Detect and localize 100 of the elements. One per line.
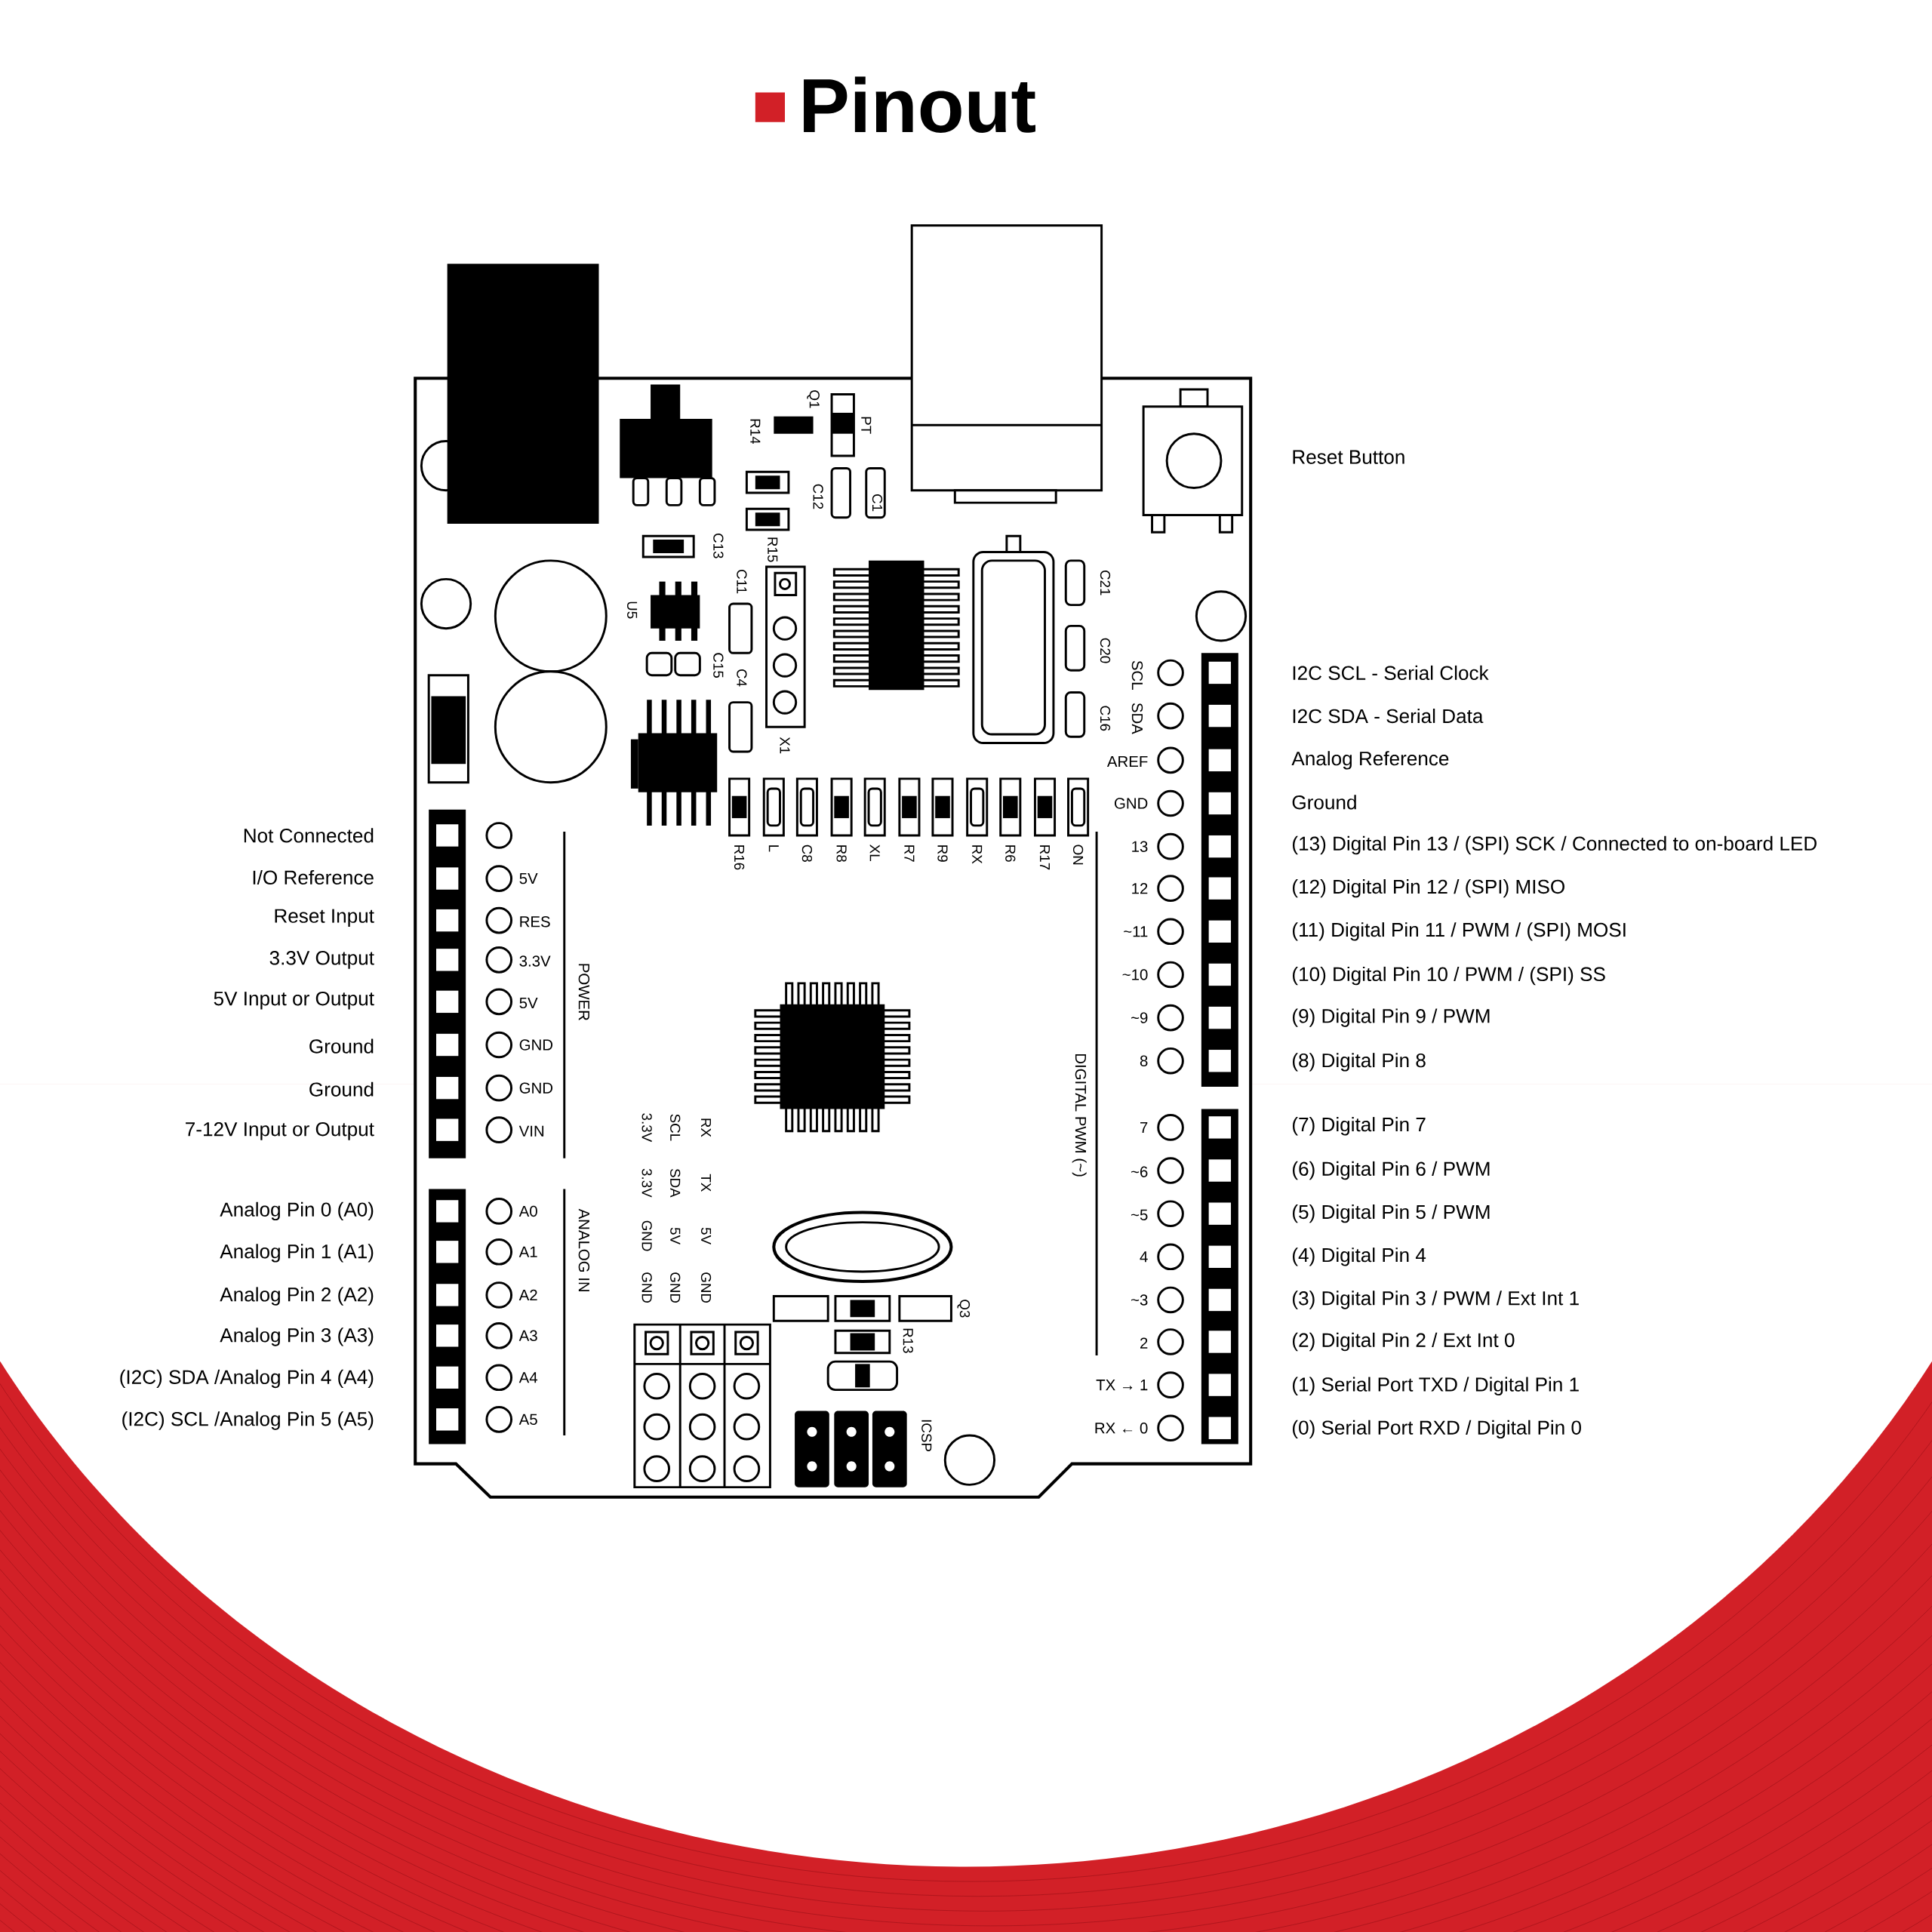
pin-label: 8: [1140, 1055, 1148, 1066]
pin-description: (9) Digital Pin 9 / PWM: [1293, 1008, 1490, 1027]
component-label: U5: [627, 601, 638, 619]
component-label: R14: [750, 419, 761, 445]
pin-label: A0: [518, 1205, 537, 1217]
pin-description: (7) Digital Pin 7: [1293, 1117, 1426, 1136]
pin-label: ~9: [1131, 1012, 1148, 1023]
component-label: X1: [780, 737, 790, 754]
component-label: PT: [861, 417, 872, 434]
pin-description: Ground: [309, 1081, 374, 1097]
pin-label: 5V: [519, 873, 538, 884]
pin-label: 4: [1140, 1251, 1148, 1263]
header-label: POWER: [578, 964, 590, 1020]
component-label: C16: [1100, 706, 1111, 731]
pin-description: Analog Pin 0 (A0): [220, 1201, 374, 1221]
component-label: R8: [836, 845, 847, 862]
pin-label: VIN: [518, 1125, 544, 1137]
pin-label: GND: [641, 1272, 652, 1303]
pin-description: Reset Input: [275, 909, 374, 928]
pin-description: (2) Digital Pin 2 / Ext Int 0: [1293, 1332, 1515, 1352]
pin-description: Analog Pin 3 (A3): [220, 1327, 374, 1346]
component-label: R13: [903, 1328, 913, 1353]
pin-description: Analog Pin 2 (A2): [220, 1287, 374, 1306]
component-label: Q3: [957, 1300, 971, 1318]
pin-description: (12) Digital Pin 12 / (SPI) MISO: [1293, 879, 1564, 898]
pin-description: I/O Reference: [253, 869, 374, 885]
component-label: XL: [869, 844, 880, 862]
pin-label: 7: [1140, 1121, 1148, 1133]
pin-label: 5V: [519, 997, 538, 1009]
pin-label: 3.3V: [641, 1113, 652, 1143]
pin-label: GND: [519, 1082, 553, 1094]
component-label: ON: [1072, 844, 1084, 865]
pin-label: GND: [1115, 798, 1148, 809]
pin-label: ~3: [1131, 1294, 1148, 1306]
pin-label: 5V: [701, 1227, 712, 1244]
pin-label: RX: [701, 1118, 711, 1137]
component-label: C4: [737, 669, 747, 687]
component-label: R16: [734, 845, 745, 870]
component-label: R17: [1040, 845, 1050, 870]
pin-label: SCL: [670, 1114, 681, 1141]
pin-label: 2: [1140, 1337, 1148, 1349]
header-label: ICSP: [921, 1420, 932, 1451]
pin-description: (11) Digital Pin 11 / PWM / (SPI) MOSI: [1293, 922, 1626, 941]
pin-label: ~6: [1131, 1166, 1148, 1177]
title: Pinout: [804, 76, 1035, 133]
pin-label: GND: [641, 1220, 652, 1251]
pin-label: ~5: [1131, 1209, 1148, 1220]
pin-description: (0) Serial Port RXD / Digital Pin 0: [1293, 1420, 1581, 1439]
pin-description: 7-12V Input or Output: [186, 1121, 374, 1140]
pin-label: GND: [519, 1039, 553, 1051]
component-label: C8: [801, 844, 813, 862]
pin-description: (4) Digital Pin 4: [1293, 1247, 1426, 1266]
header-label: DIGITAL PWM (~): [1072, 1054, 1087, 1177]
pin-label: 5V: [670, 1227, 681, 1244]
pin-description: (I2C) SDA /Analog Pin 4 (A4): [120, 1369, 374, 1389]
pin-description: Not Connected: [244, 828, 374, 843]
component-label: C21: [1100, 571, 1111, 595]
component-label: R9: [937, 845, 948, 862]
pin-label: GND: [700, 1272, 712, 1303]
pin-label: TX → 1: [1096, 1380, 1148, 1391]
pin-label: ~11: [1124, 926, 1148, 937]
component-label: R7: [904, 845, 915, 862]
pin-description: 5V Input or Output: [214, 991, 374, 1010]
pin-label: GND: [670, 1272, 681, 1303]
pin-description: (6) Digital Pin 6 / PWM: [1293, 1161, 1490, 1180]
component-label: RX: [972, 845, 983, 864]
pin-description: 3.3V Output: [269, 951, 374, 969]
pin-description: Ground: [309, 1038, 374, 1054]
pin-description: (10) Digital Pin 10 / PWM / (SPI) SS: [1293, 966, 1605, 986]
component-label: C20: [1100, 638, 1111, 663]
pin-label: RX ← 0: [1095, 1423, 1148, 1434]
pin-label: ~10: [1122, 969, 1148, 980]
pin-description: I2C SCL - Serial Clock: [1293, 665, 1489, 681]
component-label: C15: [713, 653, 724, 678]
component-label: R6: [1005, 845, 1016, 862]
pin-description: (5) Digital Pin 5 / PWM: [1293, 1204, 1490, 1223]
pin-label: TX: [701, 1174, 711, 1192]
pin-description: Analog Pin 1 (A1): [220, 1244, 374, 1263]
component-label: L: [768, 845, 779, 852]
pin-label: 3.3V: [519, 955, 551, 967]
component-label: C13: [713, 534, 724, 558]
pin-label: RES: [520, 916, 550, 928]
pin-description: (3) Digital Pin 3 / PWM / Ext Int 1: [1293, 1291, 1579, 1309]
pin-label: SDA: [1131, 703, 1143, 734]
component-label: C12: [813, 484, 823, 509]
component-label: C11: [737, 570, 747, 594]
pin-label: AREF: [1106, 756, 1148, 767]
pin-label: SCL: [1131, 660, 1143, 690]
pin-description: (13) Digital Pin 13 / (SPI) SCK / Connected to on-board LED: [1293, 835, 1817, 855]
pin-description: I2C SDA - Serial Data: [1293, 709, 1484, 724]
pin-label: 12: [1132, 883, 1148, 894]
component-label: C1: [872, 494, 883, 512]
pin-description: (1) Serial Port TXD / Digital Pin 1: [1293, 1377, 1579, 1395]
component-label: Q1: [807, 390, 820, 408]
pin-label: 3.3V: [641, 1168, 652, 1198]
header-label: ANALOG IN: [578, 1208, 590, 1292]
pin-label: A3: [518, 1330, 537, 1342]
pin-label: A1: [518, 1246, 537, 1257]
pin-description: (8) Digital Pin 8: [1293, 1053, 1426, 1072]
pin-label: A4: [518, 1372, 538, 1383]
